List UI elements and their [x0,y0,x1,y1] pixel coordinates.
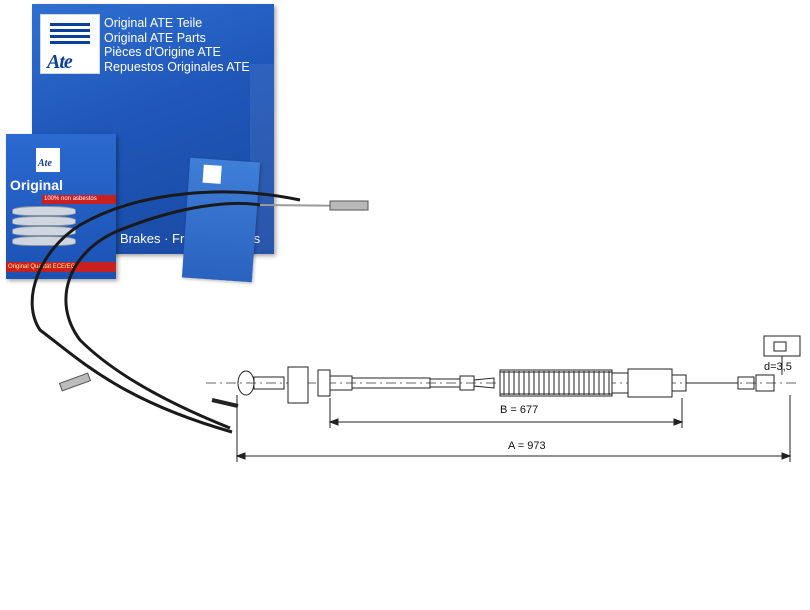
pad-box-logo: Ate [36,148,60,172]
dimension-a-label: A = 973 [506,440,548,452]
box-line-fr: Pièces d'Origine ATE [104,45,221,59]
brake-pads-illustration [12,206,82,256]
dimension-b-label: B = 677 [498,404,541,416]
ate-logo: Ate [40,14,100,74]
pad-box-band: 100% non asbestos [42,195,116,204]
box-line-de: Original ATE Teile [104,16,203,30]
box-line-en: Original ATE Parts [104,30,206,45]
box-title-lines: Original ATE Teile Original ATE Parts Pi… [104,16,250,74]
box-line-es: Repuestos Originales ATE [104,59,250,74]
pad-box-original-label: Original [10,177,63,193]
diameter-label: d=3,5 [764,361,792,373]
